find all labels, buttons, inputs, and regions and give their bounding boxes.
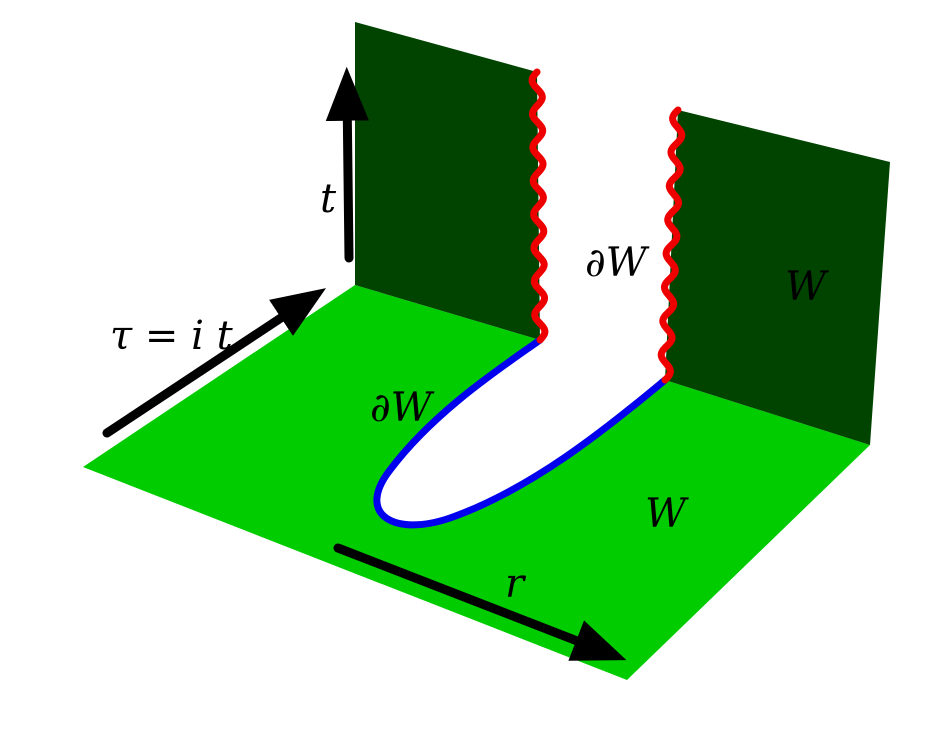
lorentzian-plane-right xyxy=(665,110,890,445)
euclidean-boundary-curve xyxy=(373,336,669,529)
region-label-upper: W xyxy=(785,264,829,310)
lorentzian-boundary-curve-right xyxy=(657,106,686,384)
euclidean-time-axis-label: τ = i t xyxy=(110,313,234,359)
euclidean-boundary-label: ∂W xyxy=(370,385,435,431)
lorentzian-plane-left xyxy=(355,22,540,340)
euclidean-plane xyxy=(83,285,870,680)
region-label-lower: W xyxy=(645,491,689,537)
time-axis-label: t xyxy=(320,176,337,222)
lorentzian-boundary-curve-left xyxy=(528,68,549,344)
lorentzian-boundary-label: ∂W xyxy=(585,240,650,286)
radial-axis-label: r xyxy=(505,561,527,607)
radial-axis-arrow xyxy=(333,543,627,661)
time-axis-arrow xyxy=(325,66,369,263)
euclidean-time-axis-arrow xyxy=(102,288,327,438)
